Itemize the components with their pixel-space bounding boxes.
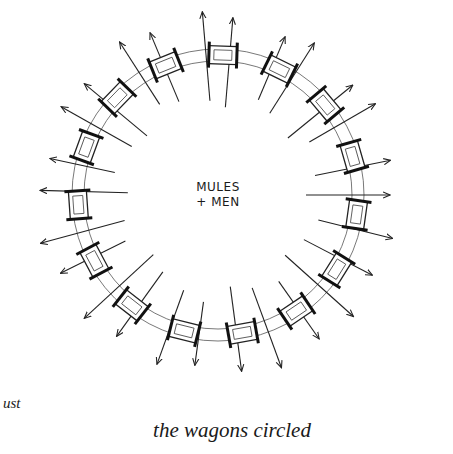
wagon-box	[316, 95, 335, 115]
wagon-axle	[254, 318, 259, 344]
wagon-axle	[89, 267, 112, 279]
wagon-box	[350, 205, 362, 224]
wagon	[148, 48, 184, 83]
wagon	[64, 190, 92, 220]
wagon-axle	[174, 48, 184, 72]
outward-arrow	[252, 288, 281, 368]
wagon-axle	[336, 139, 361, 146]
wagon-box	[328, 259, 346, 280]
wagon-axle	[207, 42, 211, 68]
wagon-axle	[226, 323, 231, 349]
wagon-axle	[118, 79, 137, 97]
wagon	[113, 286, 151, 324]
outward-arrow	[288, 85, 353, 138]
wagon-box	[286, 302, 307, 320]
wagon	[76, 242, 112, 279]
wagon	[226, 318, 258, 348]
wagon	[342, 199, 372, 230]
wagon-axle	[277, 308, 292, 330]
center-label: MULES + MEN	[196, 180, 240, 210]
wagon-box	[174, 324, 194, 338]
wagon-axle	[76, 242, 99, 254]
wagon	[318, 250, 355, 288]
wagon-axle	[167, 315, 173, 340]
wagon-bed	[101, 81, 133, 114]
outward-arrow	[279, 281, 319, 339]
wagon-axle	[318, 274, 340, 288]
wagon-bed	[68, 190, 88, 219]
outward-arrow	[306, 194, 390, 195]
wagon	[208, 42, 237, 69]
wagon-bed	[346, 199, 368, 229]
wagon-axle	[79, 130, 103, 139]
wagon-axle	[64, 190, 90, 192]
wagon-box	[155, 57, 175, 73]
wagon-axle	[148, 58, 158, 82]
wagon-box	[73, 195, 84, 214]
wagon-axle	[66, 218, 92, 220]
wagon-axle	[69, 156, 93, 165]
wagon	[336, 139, 369, 173]
wagon-axle	[261, 51, 272, 74]
wagon-axle	[135, 304, 151, 324]
wagon-box	[233, 326, 252, 339]
wagon-bed	[227, 322, 258, 345]
wagon-box	[214, 50, 232, 61]
wagon-axle	[301, 292, 316, 314]
wagon-box	[107, 88, 127, 108]
wagon-axle	[346, 199, 372, 203]
wagon-axle	[113, 286, 129, 306]
wagon-axle	[344, 166, 369, 173]
wagon-axle	[306, 86, 326, 103]
caption: the wagons circled	[153, 418, 311, 443]
wagon-axle	[342, 227, 368, 231]
wagon	[69, 130, 103, 165]
wagon-axle	[333, 250, 355, 264]
wagon-box	[269, 61, 290, 78]
wagon	[261, 51, 298, 87]
wagon	[98, 79, 136, 117]
wagon-axle	[98, 99, 117, 117]
cut-note: ust	[3, 395, 21, 412]
wagon-box	[86, 250, 103, 271]
outward-arrow	[202, 12, 210, 101]
wagon-axle	[195, 322, 201, 347]
wagon	[167, 315, 200, 347]
wagon	[277, 292, 315, 329]
wagon	[306, 86, 344, 124]
wagon-box	[122, 296, 142, 315]
wagon-bed	[309, 89, 341, 122]
wagon-bed	[115, 290, 148, 321]
wagon-axle	[286, 64, 297, 87]
wagon-box	[79, 137, 95, 157]
wagon-axle	[324, 107, 344, 124]
outward-arrow	[40, 220, 124, 243]
wagon-bed	[280, 296, 313, 327]
wagon-box	[345, 146, 360, 166]
wagon-bed	[209, 46, 238, 65]
wagon-axle	[235, 43, 239, 69]
